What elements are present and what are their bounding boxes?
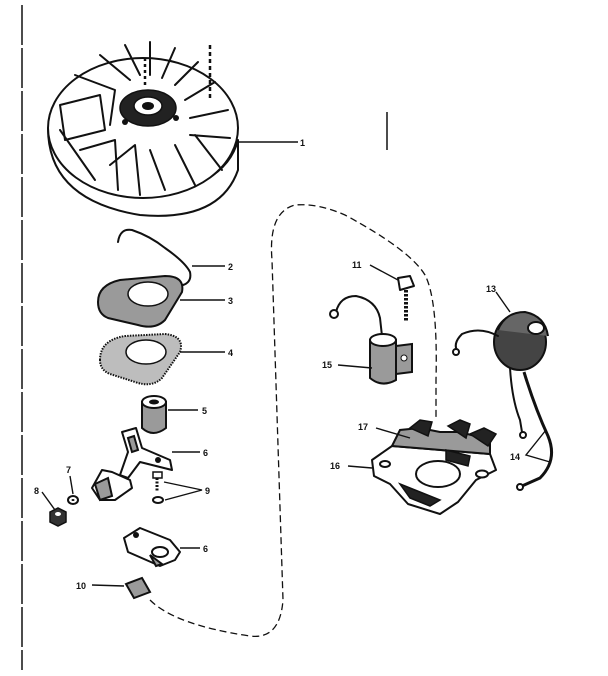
callout-2: 2 [228,262,233,272]
callout-14: 14 [510,452,520,462]
callout-3: 3 [228,296,233,306]
washer-part [67,495,79,505]
leader-16 [347,465,373,469]
callout-7: 7 [66,465,71,475]
breaker-arm-part [119,427,173,479]
coil-leads-part [509,367,554,491]
callout-15: 15 [322,360,332,370]
callout-4: 4 [228,348,233,358]
terminal-screw-part [397,275,415,322]
callout-17: 17 [358,422,368,432]
cam-bushing-part [141,395,167,434]
callout-13: 13 [486,284,496,294]
gasket-part [98,332,182,386]
leader-13 [495,291,511,313]
felt-wick-part [124,576,152,600]
flywheel-part [47,41,239,217]
callout-9: 9 [205,486,210,496]
contact-points-part [91,469,133,502]
callout-10: 10 [76,581,86,591]
leader-17 [375,427,411,439]
mounting-bracket-part [371,419,498,515]
leader-14 [524,429,551,463]
base-plate-part [123,527,181,568]
leader-9 [163,481,203,501]
point-cover-part [96,274,184,328]
callout-8: 8 [34,486,39,496]
ignition-coil-part [452,310,549,371]
leader-11 [369,264,399,281]
callout-5: 5 [202,406,207,416]
leader-7 [69,475,74,495]
spring-wire-part [117,228,192,286]
dashed-alternate-outline [149,204,437,637]
leader-10 [91,584,125,587]
callout-1: 1 [300,138,305,148]
callout-6a: 6 [203,448,208,458]
leader-8 [41,491,56,511]
nut-part [49,507,67,527]
callout-11: 11 [352,260,362,270]
leader-15 [337,364,373,369]
callout-6b: 6 [203,544,208,554]
screw-washer-part [152,471,164,504]
condenser-part [329,295,413,385]
callout-16: 16 [330,461,340,471]
